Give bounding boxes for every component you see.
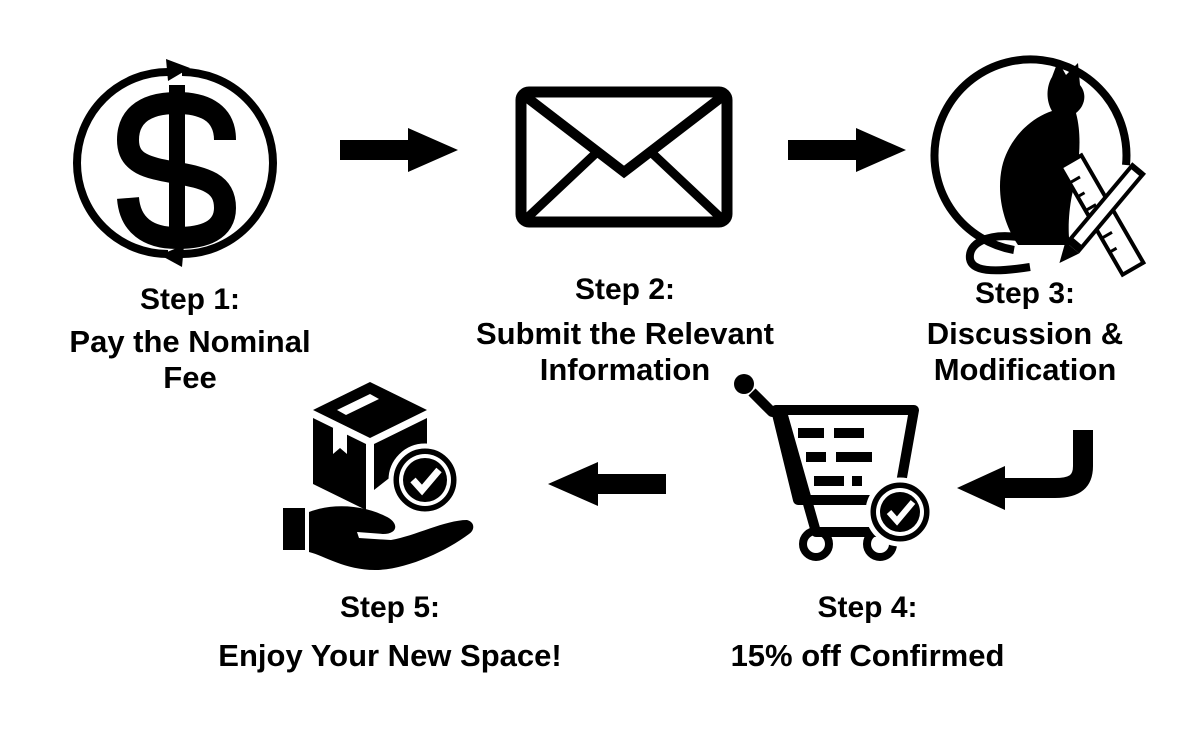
step-2-desc-line2: Information <box>539 352 711 387</box>
step-3-desc-line2: Modification <box>933 352 1117 387</box>
envelope-icon <box>515 86 733 228</box>
step-5-desc-line1: Enjoy Your New Space! <box>218 638 562 673</box>
step-1-desc-line2: Fee <box>163 360 217 395</box>
cat-ruler-pencil-icon <box>930 55 1147 278</box>
step-4-desc-line1: 15% off Confirmed <box>730 638 1005 673</box>
step-5-title: Step 5: <box>339 591 441 624</box>
dollar-cycle-icon <box>73 59 277 267</box>
step-3-title: Step 3: <box>974 277 1076 310</box>
hook-arrow-icon <box>957 430 1093 510</box>
step-5-label: Step 5: Enjoy Your New Space! <box>180 590 600 674</box>
arrow-left-icon <box>548 462 666 506</box>
step-2-desc-line1: Submit the Relevant <box>476 316 774 351</box>
arrow-right-icon <box>340 128 458 172</box>
step-1-label: Step 1: Pay the Nominal Fee <box>20 282 360 396</box>
step-3-label: Step 3: Discussion & Modification <box>880 276 1170 388</box>
step-4-label: Step 4: 15% off Confirmed <box>700 590 1035 674</box>
hand-box-check-icon <box>283 382 474 570</box>
step-1-title: Step 1: <box>139 283 241 316</box>
step-3-desc-line1: Discussion & <box>926 316 1124 351</box>
step-2-title: Step 2: <box>574 273 676 306</box>
step-4-title: Step 4: <box>817 591 918 624</box>
arrow-right-icon <box>788 128 906 172</box>
cart-check-icon <box>734 374 935 561</box>
step-2-label: Step 2: Submit the Relevant Information <box>420 272 830 388</box>
step-1-desc-line1: Pay the Nominal <box>69 324 311 359</box>
